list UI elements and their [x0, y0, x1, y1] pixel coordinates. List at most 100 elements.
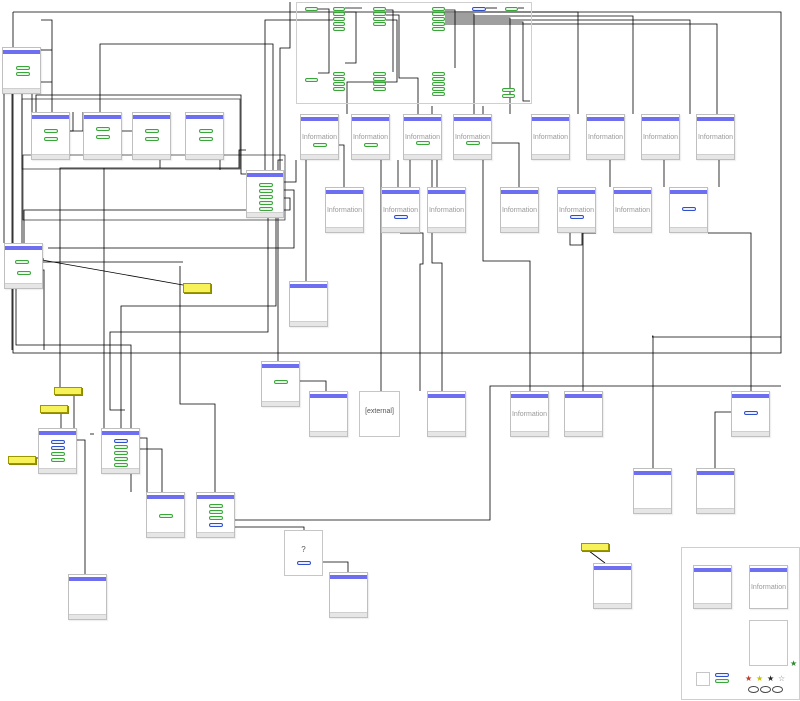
stack-button[interactable]: [333, 12, 345, 16]
node-button[interactable]: [259, 189, 273, 193]
node-button[interactable]: [114, 457, 128, 461]
sticky-note[interactable]: [40, 405, 68, 413]
information-node[interactable]: Information: [325, 187, 364, 233]
stack-button[interactable]: [432, 72, 445, 76]
screen-node[interactable]: [101, 428, 140, 474]
node-button[interactable]: [259, 201, 273, 205]
node-button[interactable]: [259, 195, 273, 199]
mid-button[interactable]: [502, 88, 515, 92]
stack-button[interactable]: [432, 27, 445, 31]
mid-button[interactable]: [305, 78, 318, 82]
node-button[interactable]: [114, 451, 128, 455]
sticky-note[interactable]: [183, 283, 211, 293]
sticky-note[interactable]: [581, 543, 609, 551]
node-button[interactable]: [209, 516, 223, 520]
information-node[interactable]: Information: [300, 114, 339, 160]
stack-button[interactable]: [373, 77, 386, 81]
stack-button[interactable]: [432, 92, 445, 96]
stack-button[interactable]: [432, 77, 445, 81]
information-node[interactable]: Information: [641, 114, 680, 160]
screen-node[interactable]: [132, 112, 171, 160]
stack-button[interactable]: [333, 72, 345, 76]
stack-button[interactable]: [333, 7, 345, 11]
top-button-blue[interactable]: [472, 7, 486, 11]
node-button[interactable]: [199, 129, 213, 133]
node-button[interactable]: [209, 510, 223, 514]
node-button[interactable]: [209, 504, 223, 508]
screen-node[interactable]: [696, 468, 735, 514]
sticky-note[interactable]: [54, 387, 82, 395]
screen-node[interactable]: [633, 468, 672, 514]
node-button[interactable]: [313, 143, 327, 147]
stack-button[interactable]: [333, 17, 345, 21]
information-node[interactable]: Information: [381, 187, 420, 233]
node-button-blue[interactable]: [744, 411, 758, 415]
stack-button[interactable]: [432, 17, 445, 21]
screen-node[interactable]: [593, 563, 632, 609]
information-node[interactable]: Information: [403, 114, 442, 160]
screen-node[interactable]: [146, 492, 185, 538]
stack-button[interactable]: [333, 82, 345, 86]
information-node[interactable]: Information: [453, 114, 492, 160]
node-button[interactable]: [96, 127, 110, 131]
node-button[interactable]: [259, 207, 273, 211]
unknown-node[interactable]: ?: [284, 530, 323, 576]
screen-node[interactable]: [38, 428, 77, 474]
stack-button[interactable]: [373, 22, 386, 26]
node-button[interactable]: [364, 143, 378, 147]
information-node[interactable]: Information: [500, 187, 539, 233]
node-button[interactable]: [145, 129, 159, 133]
node-button[interactable]: [51, 452, 65, 456]
node-button-blue[interactable]: [51, 440, 65, 444]
stack-button[interactable]: [333, 77, 345, 81]
information-node[interactable]: Information: [696, 114, 735, 160]
node-button-blue[interactable]: [394, 215, 408, 219]
stack-button[interactable]: [373, 12, 386, 16]
screen-node[interactable]: [4, 243, 43, 289]
stack-button[interactable]: [432, 22, 445, 26]
stack-button[interactable]: [373, 72, 386, 76]
node-button[interactable]: [145, 137, 159, 141]
node-button[interactable]: [16, 72, 30, 76]
node-button-blue[interactable]: [297, 561, 311, 565]
node-button[interactable]: [259, 183, 273, 187]
stack-button[interactable]: [333, 22, 345, 26]
stack-button[interactable]: [432, 7, 445, 11]
node-button[interactable]: [96, 135, 110, 139]
information-node[interactable]: Information: [531, 114, 570, 160]
top-button[interactable]: [305, 7, 318, 11]
screen-node[interactable]: [83, 112, 122, 160]
information-node[interactable]: Information: [613, 187, 652, 233]
node-button-blue[interactable]: [51, 446, 65, 450]
screen-node[interactable]: [329, 572, 368, 618]
stack-button[interactable]: [432, 87, 445, 91]
screen-node[interactable]: [427, 391, 466, 437]
stack-button[interactable]: [373, 87, 386, 91]
information-node[interactable]: Information: [351, 114, 390, 160]
stack-button[interactable]: [373, 7, 386, 11]
node-button-blue[interactable]: [209, 523, 223, 527]
screen-node[interactable]: [289, 281, 328, 327]
information-node[interactable]: Information: [586, 114, 625, 160]
information-node[interactable]: Information: [427, 187, 466, 233]
node-button[interactable]: [17, 271, 31, 275]
node-button[interactable]: [159, 514, 173, 518]
stack-button[interactable]: [333, 27, 345, 31]
screen-node[interactable]: [185, 112, 224, 160]
node-button[interactable]: [16, 66, 30, 70]
node-button[interactable]: [199, 137, 213, 141]
information-node[interactable]: Information: [510, 391, 549, 437]
stack-button[interactable]: [432, 82, 445, 86]
node-button[interactable]: [15, 260, 29, 264]
node-button-blue[interactable]: [570, 215, 584, 219]
node-button[interactable]: [416, 141, 430, 145]
sticky-note[interactable]: [8, 456, 36, 464]
stack-button[interactable]: [333, 87, 345, 91]
external-node[interactable]: [external]: [359, 391, 400, 437]
node-button[interactable]: [466, 141, 480, 145]
node-button[interactable]: [274, 380, 288, 384]
screen-node[interactable]: [2, 47, 41, 94]
information-node[interactable]: Information: [557, 187, 596, 233]
node-button[interactable]: [44, 129, 58, 133]
node-button[interactable]: [44, 137, 58, 141]
